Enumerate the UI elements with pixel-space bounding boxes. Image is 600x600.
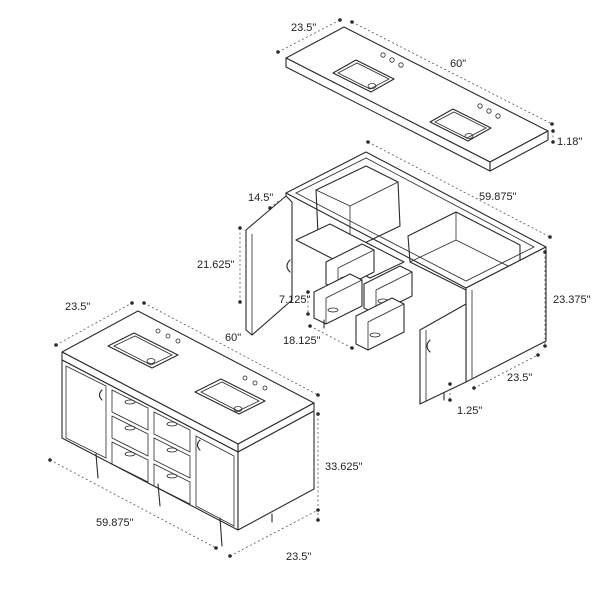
label-asm-depth: 23.5" bbox=[65, 301, 90, 313]
dim-asm-top-width: 60" bbox=[142, 301, 320, 397]
drawer-lower-right bbox=[355, 297, 405, 351]
label-cab-height: 23.375" bbox=[553, 294, 591, 306]
label-drawer-width: 18.125" bbox=[283, 335, 321, 347]
countertop-slab: 23.5" 60" 1.18" bbox=[276, 18, 582, 172]
dim-drawer-width: 18.125" bbox=[283, 324, 354, 350]
label-cab-width: 59.875" bbox=[479, 191, 517, 203]
label-top-width: 60" bbox=[450, 58, 466, 70]
dim-cab-door-height: 21.625" bbox=[197, 226, 242, 304]
sink-basin-left bbox=[332, 52, 404, 93]
label-asm-base-depth: 23.5" bbox=[286, 551, 311, 563]
label-cab-side-depth: 14.5" bbox=[248, 192, 273, 204]
label-asm-width: 59.875" bbox=[96, 517, 134, 529]
drawer-lower-left bbox=[313, 273, 363, 325]
left-door-open bbox=[245, 195, 293, 336]
dim-cab-height: 23.375" bbox=[543, 250, 591, 348]
sink-basin-right bbox=[429, 103, 501, 142]
dim-asm-height: 33.625" bbox=[316, 412, 363, 522]
dim-top-width: 60" bbox=[350, 20, 554, 126]
right-door bbox=[419, 303, 467, 405]
dim-asm-width: 59.875" bbox=[48, 458, 218, 550]
dim-drawer-height: 7.125" bbox=[279, 290, 311, 316]
dim-cab-depth: 23.5" bbox=[472, 353, 540, 390]
label-top-depth: 23.5" bbox=[291, 22, 316, 34]
assembled-vanity: 23.5" 60" 33.625" 59.875" 23.5" bbox=[48, 301, 363, 563]
dim-cab-side-depth: 14.5" bbox=[248, 192, 281, 210]
dim-top-thickness: 1.18" bbox=[551, 129, 582, 148]
dim-cab-width: 59.875" bbox=[366, 140, 552, 239]
assembled-sink-left bbox=[107, 328, 181, 369]
label-drawer-height: 7.125" bbox=[279, 294, 311, 306]
label-top-thickness: 1.18" bbox=[557, 136, 582, 148]
exploded-cabinet: 14.5" 59.875" 21.625" 23.375" 7.125" 18.… bbox=[197, 140, 591, 417]
dim-top-depth: 23.5" bbox=[276, 18, 342, 54]
dim-asm-depth: 23.5" bbox=[54, 301, 134, 347]
dim-leg-height: 1.25" bbox=[448, 382, 482, 417]
label-cab-depth: 23.5" bbox=[507, 372, 532, 384]
label-cab-door-height: 21.625" bbox=[197, 259, 235, 271]
label-leg-height: 1.25" bbox=[457, 405, 482, 417]
label-asm-top-width: 60" bbox=[225, 332, 241, 344]
assembled-sink-right bbox=[194, 375, 268, 415]
dim-asm-base-depth: 23.5" bbox=[228, 508, 320, 563]
label-asm-height: 33.625" bbox=[325, 461, 363, 473]
